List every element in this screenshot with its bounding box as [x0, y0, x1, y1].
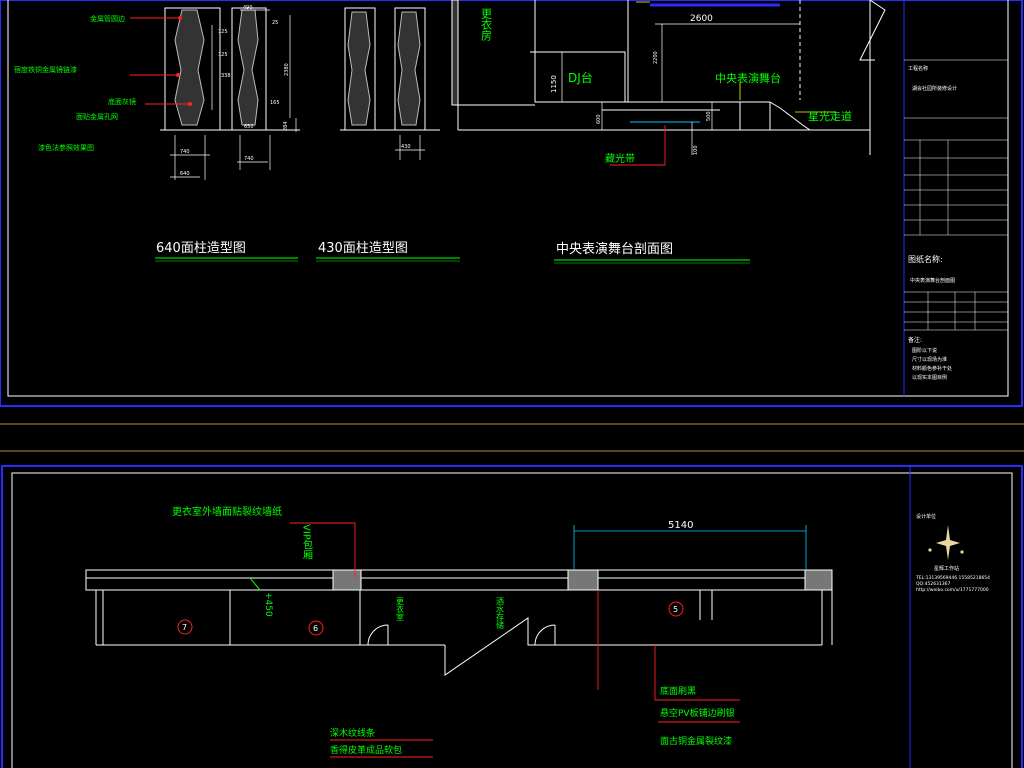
top-inner-frame — [7, 0, 1009, 397]
tb-drawing-name: 中央表演舞台剖面图 — [910, 277, 955, 284]
label-leather: 香得皮革成品软包 — [330, 744, 402, 756]
dim-5140: 5140 — [668, 520, 693, 531]
stage-leader-lines — [636, 1, 835, 113]
ref-circle-7 — [177, 619, 193, 635]
dim-430: 430 — [401, 144, 411, 150]
title-stage-section: 中央表演舞台剖面图 — [556, 241, 673, 257]
dim-2600: 2600 — [690, 14, 713, 24]
dim-640: 640 — [180, 171, 190, 177]
leader-dot — [176, 73, 180, 77]
dim-284: 284 — [283, 121, 289, 131]
bottom-sheet: 5140 更衣室外墙面贴裂纹墙纸 VIP包厢 +450 更衣室 酒水存储 底面刷… — [1, 465, 1023, 768]
dim-125b: 125 — [218, 52, 228, 58]
column-640-drawing — [160, 7, 300, 131]
top-outer-frame — [0, 0, 1023, 407]
label-vip-box: VIP包厢 — [301, 524, 313, 561]
label-wall-note: 更衣室外墙面贴裂纹墙纸 — [172, 505, 282, 518]
dim-1150: 1150 — [550, 75, 558, 93]
tb2-contact-2: QQ:452631367 — [916, 581, 951, 587]
leader-dot — [178, 16, 182, 20]
dim-740b: 740 — [244, 156, 254, 162]
label-star-walkway: 星光走道 — [808, 109, 852, 123]
label-hidden-light: 藏光带 — [605, 152, 635, 165]
tb2-design-label: 设计单位 — [916, 513, 936, 520]
tb-notes-label: 备注: — [908, 336, 922, 344]
label-bottom-ceiling: 底面刷黑 — [660, 685, 696, 697]
label-metal-edge: 金属管圆边 — [90, 14, 125, 23]
bottom-title-block: 设计单位 星辉工作站 TEL:13139569446 15585218654 Q… — [915, 513, 990, 593]
dim-165: 165 — [270, 100, 280, 106]
dim-338: 338 — [221, 73, 231, 79]
tb-note-2: 尺寸以现场为准 — [912, 356, 947, 363]
column-leader-lines — [130, 17, 190, 105]
title-640-column: 640面柱造型图 — [156, 241, 246, 256]
ref-circle-5-text: 5 — [673, 605, 678, 614]
dim-5140-line — [573, 525, 807, 570]
floor-plan — [85, 569, 833, 676]
tb-note-3: 材料颜色参补干处 — [912, 365, 952, 372]
sparkle-icon — [960, 550, 964, 554]
label-bronze: 面古铜金属裂纹漆 — [660, 735, 732, 747]
dim-490: 490 — [243, 5, 253, 11]
tb-note-4: 以现实本图目例 — [912, 374, 947, 381]
dim-125a: 125 — [218, 29, 228, 35]
hidden-light-leader — [610, 125, 666, 166]
top-sheet: 金属管圆边 宿度铁铜金属镜链漆 底面灰镜 面贴金属孔网 漆色法参照效果图 490… — [0, 0, 1024, 452]
ref-circle-6-text: 6 — [313, 624, 318, 633]
tb2-contact-3: http://weibo.com/u/1771777000 — [916, 587, 989, 593]
label-pv-board: 悬空PV板铺边刷银 — [660, 707, 735, 719]
stage-dimension-lines — [561, 23, 800, 155]
tb-drawing-name-label: 图纸名称: — [908, 254, 943, 264]
title-430-column: 430面柱造型图 — [318, 241, 408, 256]
ref-circle-6 — [308, 620, 324, 636]
leader-dot — [188, 102, 192, 106]
tb-project-name: 湖会社园所装修设计 — [912, 85, 957, 92]
label-wood-line: 深木纹线条 — [330, 727, 375, 739]
ref-circle-7-text: 7 — [182, 623, 187, 632]
tb2-studio: 星辉工作站 — [934, 565, 959, 572]
tb2-contact-1: TEL:13139569446 15585218654 — [915, 575, 990, 581]
dim-650: 650 — [244, 124, 254, 130]
top-title-block: 工程名称 湖会社园所装修设计 图纸名称: 中央表演舞台剖面图 备注: 图阶以下说… — [903, 0, 1008, 396]
label-changing-room: 更衣房 — [480, 8, 493, 42]
label-paint-ref: 漆色法参照效果图 — [38, 143, 94, 152]
label-plus450: +450 — [263, 592, 273, 617]
dim-2200: 2200 — [653, 51, 659, 64]
label-central-stage: 中央表演舞台 — [715, 71, 781, 85]
star-logo-icon — [936, 525, 960, 560]
column-430-drawing — [340, 7, 440, 131]
tb-note-1: 图阶以下说 — [912, 347, 937, 354]
dim-600: 600 — [596, 114, 602, 124]
label-bar-storage: 酒水存储 — [496, 597, 505, 630]
label-changing-room-plan: 更衣室 — [396, 597, 405, 621]
stage-section-drawing — [451, 0, 886, 155]
label-mesh-surface: 面贴金属孔网 — [76, 112, 118, 121]
label-metal-mesh-lacquer: 宿度铁铜金属镜链漆 — [14, 65, 77, 74]
bottom-leader-lines — [290, 522, 740, 758]
dim-2380: 2380 — [284, 63, 290, 76]
dim-100: 100 — [693, 145, 699, 155]
dim-740a: 740 — [180, 149, 190, 155]
dim-25: 25 — [272, 20, 278, 26]
bottom-outer-frame — [1, 465, 1023, 768]
sparkle-icon — [928, 548, 932, 552]
column-dimension-lines — [170, 9, 425, 180]
label-bottom-mirror: 底面灰镜 — [108, 97, 136, 106]
label-dj-booth: DJ台 — [568, 70, 593, 85]
bottom-inner-frame — [11, 472, 1013, 768]
tb-project-label: 工程名称 — [908, 65, 928, 72]
dim-500: 500 — [706, 111, 712, 121]
ref-circle-5 — [668, 601, 684, 617]
